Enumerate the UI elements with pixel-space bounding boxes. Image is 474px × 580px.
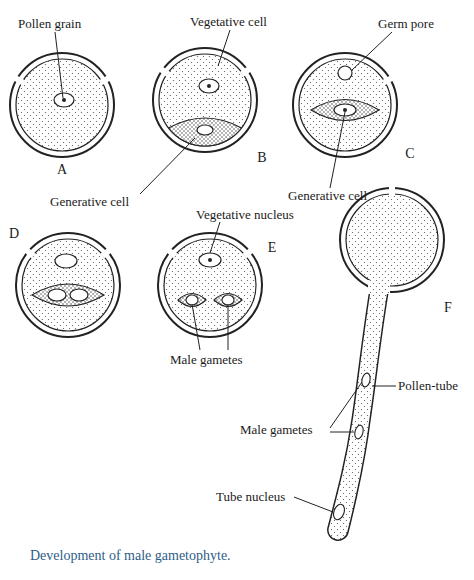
pollen-grain — [293, 53, 397, 157]
figure-letter: E — [268, 240, 277, 255]
part-label: Germ pore — [378, 16, 434, 31]
part-label: Vegetative cell — [190, 14, 267, 29]
part-label: Tube nucleus — [216, 489, 285, 504]
germinating-pollen — [328, 186, 444, 540]
part-label: Generative cell — [288, 188, 367, 203]
figure-letter: B — [257, 150, 266, 165]
part-label: Generative cell — [50, 194, 129, 209]
figure-letter: D — [9, 226, 19, 241]
pollen-grain — [153, 48, 257, 152]
figure-letter: A — [57, 162, 67, 177]
part-label: Male gametes — [170, 352, 243, 367]
figure-letter: F — [444, 300, 452, 315]
part-label: Pollen-tube — [398, 378, 458, 393]
part-label: Male gametes — [240, 422, 313, 437]
part-label: Pollen grain — [18, 16, 81, 31]
pollen-grain — [16, 233, 120, 337]
pollen-grain — [158, 233, 262, 337]
figure-caption: Development of male gametophyte. — [30, 548, 231, 564]
figure-letter: C — [405, 146, 414, 161]
part-label: Vegetative nucleus — [196, 207, 294, 222]
pollen-grain — [10, 53, 114, 157]
leader-lines — [55, 30, 396, 512]
